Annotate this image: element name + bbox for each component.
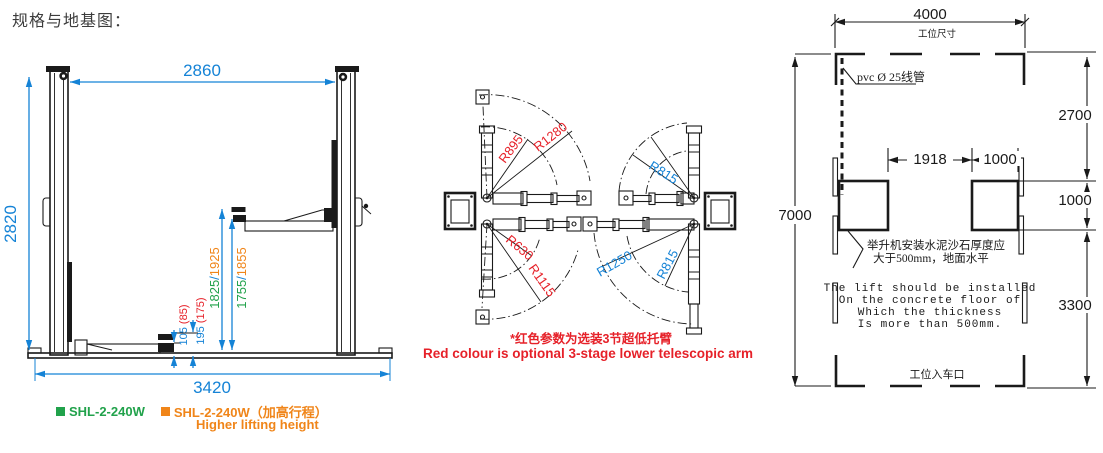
lower-right-arm [582,216,695,233]
model-legend: SHL-2-240W SHL-2-240W（加高行程） [56,402,328,421]
green-square-icon [56,407,65,416]
lowered-arm [86,343,161,354]
foundation-note-en-2: On the concrete floor of [839,295,1021,307]
left-baseplate [443,191,477,231]
dim-total-height: 2820 [1,205,20,243]
right-baseplate [703,191,737,231]
foundation-note-cn-1: 举升机安装水泥沙石厚度应 [867,238,1005,252]
right-carriage [331,140,337,228]
dim-lift-arm: 1755/1855 [234,247,249,308]
dim-pad-height: 1000 [1058,192,1091,209]
dim-pad-min: 105 (85) [178,305,190,346]
raised-arm [244,220,334,232]
legend-item-standard: SHL-2-240W [56,402,145,421]
page-title: 规格与地基图： [12,13,132,30]
swing-pad-top [475,89,490,105]
radius-r1115: R1115 [526,261,559,299]
pvc-label: pvc Ø 25线管 [857,69,925,84]
left-post [49,69,69,356]
left-concrete-pad [837,179,890,232]
plan-note-en: Red colour is optional 3-stage lower tel… [423,346,753,361]
right-concrete-pad [970,179,1020,232]
lowered-arm-pad [158,334,173,340]
dim-lift-pad: 1825/1925 [207,247,222,308]
bay-outline [795,52,1028,388]
legend-high-lift-sublabel: Higher lifting height [196,417,319,432]
dim-pad-adapter: 195 (175) [195,297,207,344]
radius-r815-lower: R815 [653,247,681,281]
dim-total-depth: 7000 [778,207,811,224]
right-release-handle [355,197,363,227]
foundation-note-cn-2: 大于500mm，地面水平 [873,251,989,265]
lower-left-arm [492,216,582,233]
radius-r815-upper: R815 [646,158,680,187]
base-plate [27,352,393,359]
left-release-handle [42,197,50,227]
legend-item-high-lift: SHL-2-240W（加高行程） [160,402,328,421]
orange-square-icon [160,407,170,416]
swing-pad-bottom [475,309,490,325]
raised-arm-pad [231,207,246,212]
entrance-label: 工位入车口 [910,367,965,381]
front-view-diagram: 2860 2820 3420 1825/1925 1755/1855 105 (… [1,61,393,397]
upper-right-arm [618,190,695,207]
dim-base-width: 3420 [193,378,231,397]
foundation-note-en-4: Is more than 500mm. [858,319,1002,331]
left-carriage [67,262,72,342]
swing-arcs [478,94,695,325]
foundation-plan-diagram: pvc Ø 25线管 4000 工位尺寸 2700 1000 3300 7000 [773,6,1096,389]
raised-arm-pad-base [233,215,246,222]
dim-between-pads: 1918 [913,151,946,168]
right-post [336,69,356,356]
legend-high-lift-label: SHL-2-240W（加高行程） [173,405,328,420]
upper-left-arm [492,190,592,207]
foundation-note-en-1: The lift should be installed [824,283,1037,295]
dim-post-span: 2860 [183,61,221,80]
radius-r1250: R1250 [594,247,635,279]
dim-pad-width: 1000 [983,151,1016,168]
dim-bay-width: 4000 [913,6,946,23]
radius-r630: R630 [503,232,536,263]
plan-view-diagram: R895 R1280 R815 R630 R1115 R1250 R815 *红… [423,89,753,361]
right-post-cap [335,66,359,72]
foundation-note-en-3: Which the thickness [858,307,1002,319]
legend-standard-label: SHL-2-240W [69,404,145,419]
dim-rear: 3300 [1058,297,1091,314]
plan-note-cn: *红色参数为选装3节超低托臂 [510,331,672,346]
left-post-cap [46,66,70,72]
bay-size-label: 工位尺寸 [918,28,957,40]
dim-front: 2700 [1058,107,1091,124]
